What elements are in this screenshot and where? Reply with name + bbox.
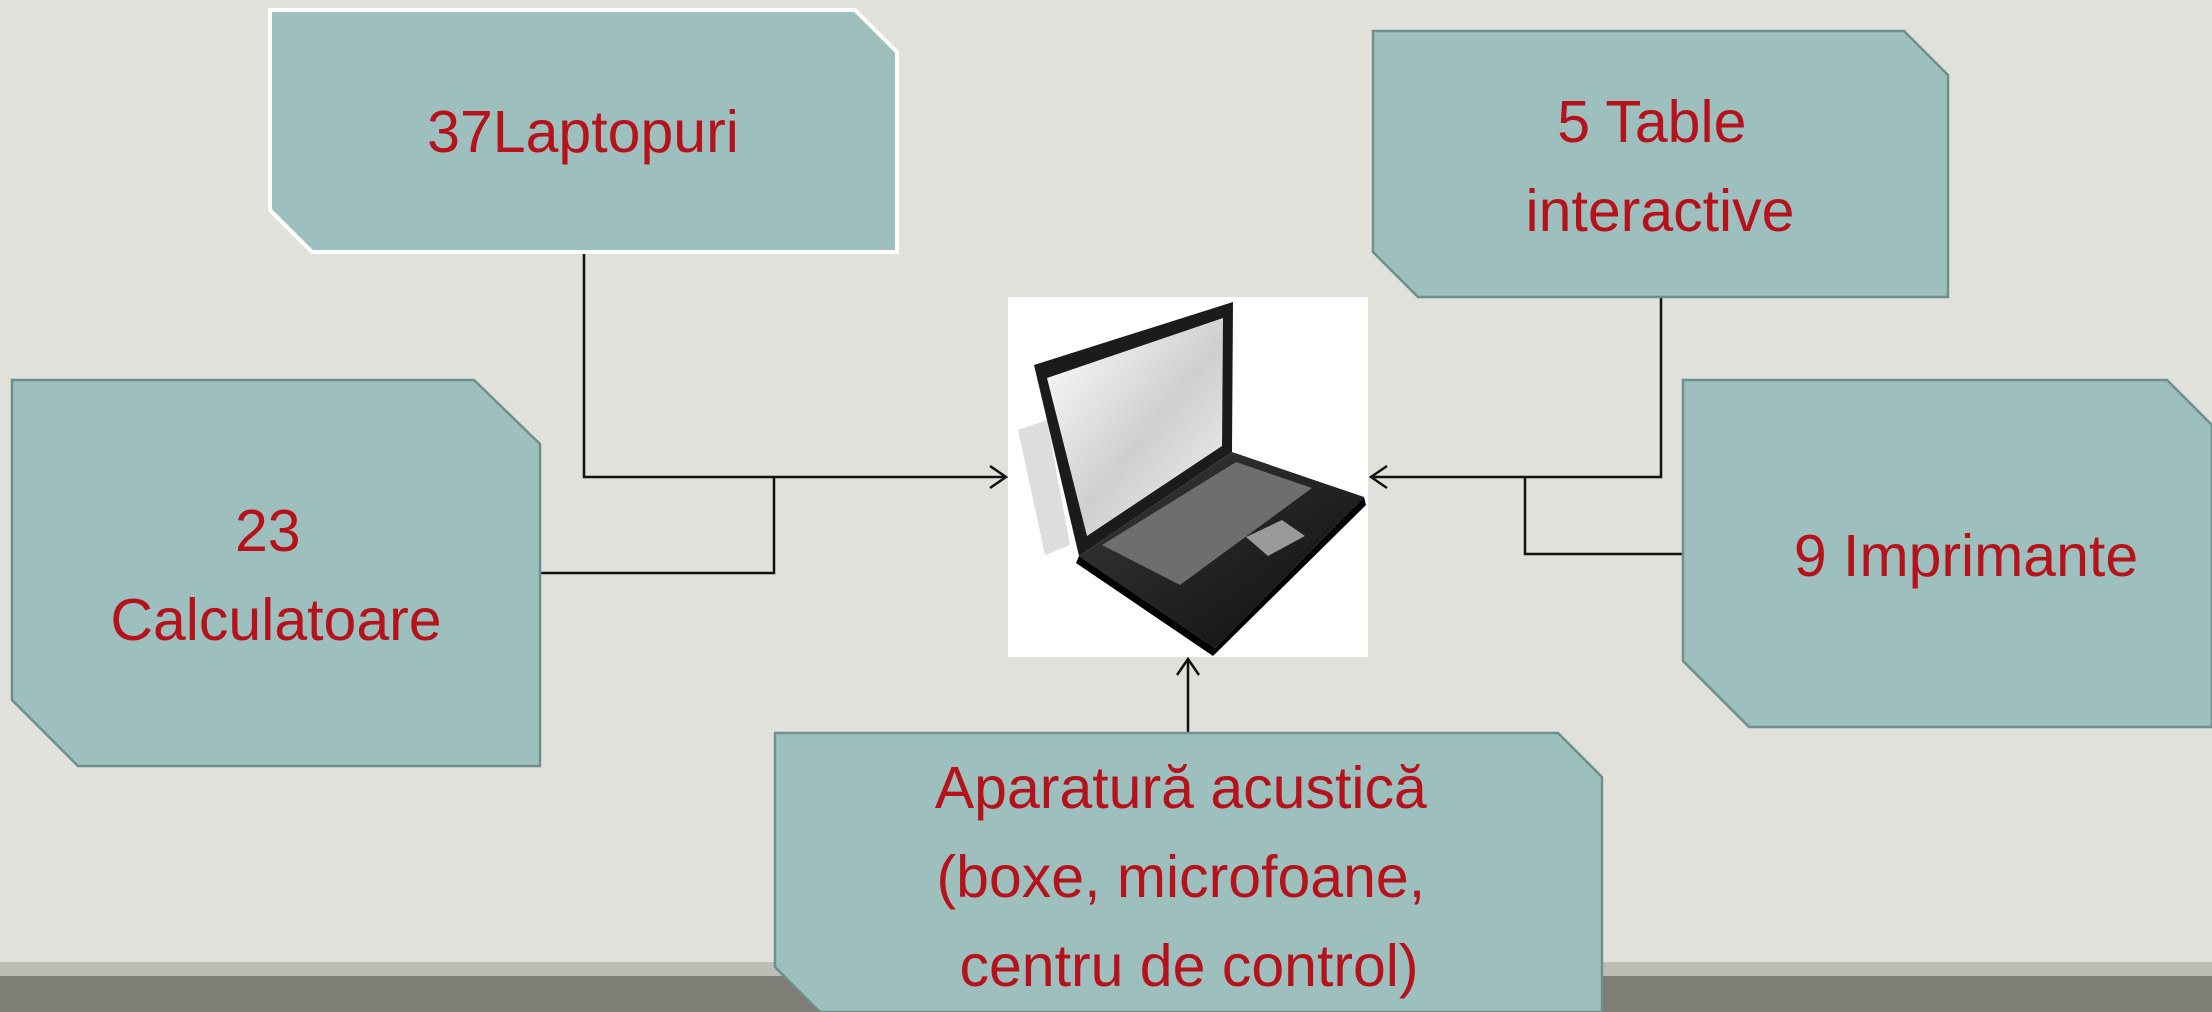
box-printers-line: 9 Imprimante <box>1794 523 2138 589</box>
box-interactive-boards-shape <box>1371 29 1950 299</box>
box-computers-line: Calculatoare <box>110 587 441 653</box>
box-computers-shape <box>10 378 542 768</box>
connector-computers <box>540 477 776 575</box>
arrowhead-up <box>1175 656 1201 676</box>
box-laptops-line: 37Laptopuri <box>427 99 739 165</box>
box-computers: 23 Calculatoare <box>10 378 542 768</box>
box-audio-line: Aparatură acustică <box>935 755 1427 821</box>
connector-laptops <box>582 252 1005 479</box>
box-printers: 9 Imprimante <box>1681 378 2212 729</box>
laptop-image <box>1008 297 1368 657</box>
box-audio-line: centru de control) <box>959 933 1418 999</box>
box-interactive-boards-line: interactive <box>1526 178 1795 244</box>
connectors <box>540 252 1683 733</box>
box-audio: Aparatură acustică (boxe, microfoane, ce… <box>773 731 1604 1012</box>
box-printers-shape <box>1681 378 2212 729</box>
box-audio-shape <box>773 731 1604 1012</box>
arrowhead-right <box>1368 464 1388 490</box>
arrowhead-left <box>989 464 1009 490</box>
box-laptops: 37Laptopuri <box>268 8 899 254</box>
box-audio-line: (boxe, microfoane, <box>936 844 1425 910</box>
box-computers-line: 23 <box>235 498 301 564</box>
box-laptops-shape <box>268 8 899 254</box>
connector-printers <box>1523 477 1683 556</box>
svg-text:5 Table interactive: 5 Table interactive <box>1526 89 1795 244</box>
svg-text:37Laptopuri: 37Laptopuri <box>427 99 739 165</box>
svg-text:Aparatură acustică (bo: Aparatură acustică (boxe, microfoane, ce… <box>935 755 1443 999</box>
box-interactive-boards: 5 Table interactive <box>1371 29 1950 299</box>
box-interactive-boards-line: 5 Table <box>1557 89 1746 155</box>
connector-interactive-boards <box>1372 297 1663 479</box>
laptop-icon <box>1018 302 1366 656</box>
svg-text:9 Imprimante: 9 Imprimante <box>1794 523 2138 589</box>
svg-text:23 Calculatoare: 23 Calculatoare <box>110 498 441 653</box>
